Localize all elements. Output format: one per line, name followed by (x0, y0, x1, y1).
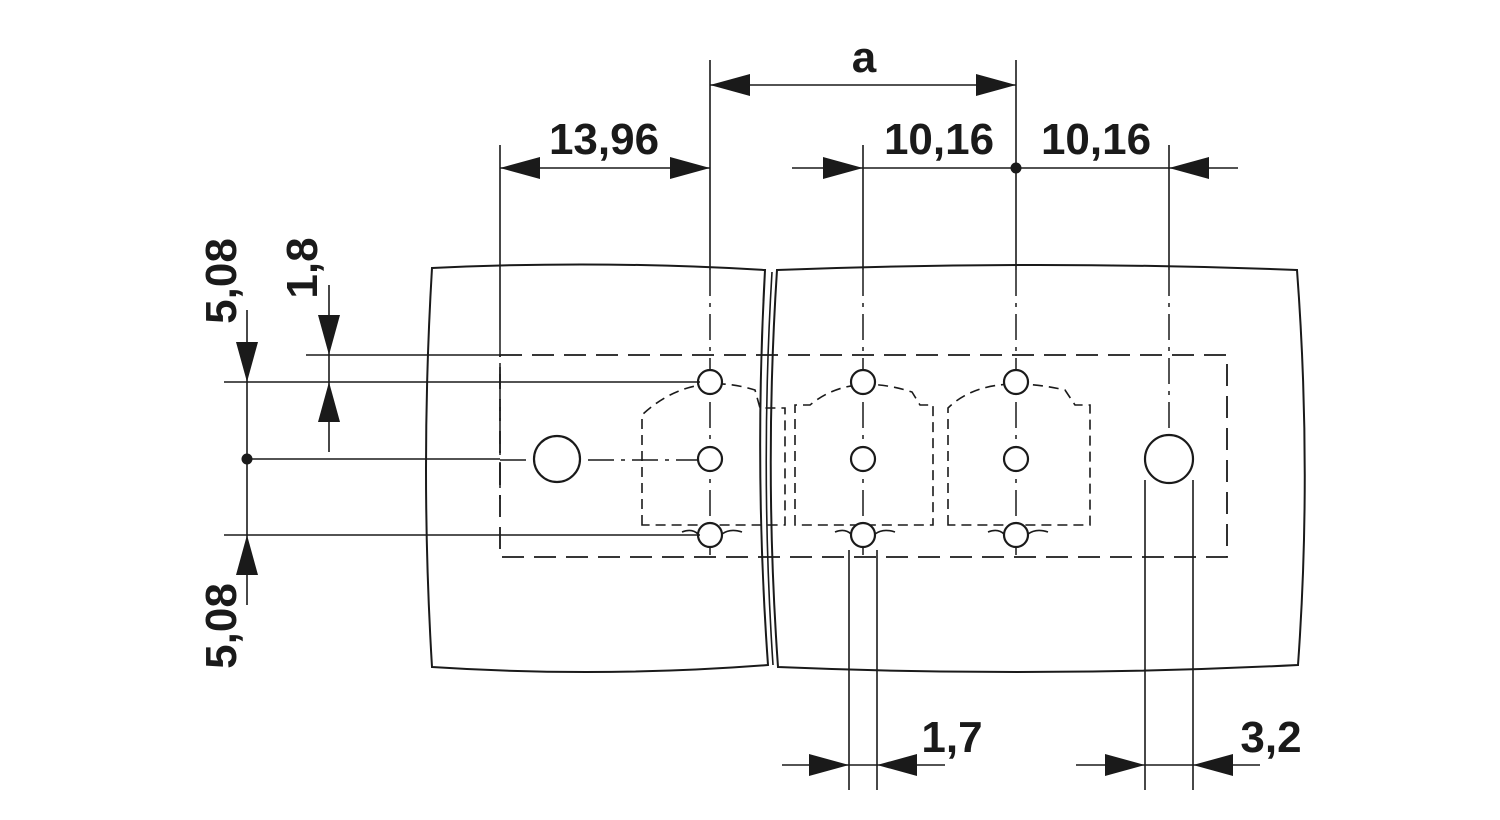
arrow-508-top (236, 342, 258, 382)
dimension-labels: a 13,96 10,16 10,16 5,08 1,8 5,08 1,7 3,… (197, 33, 1302, 762)
label-dim-1016-right: 10,16 (1041, 115, 1151, 164)
mount-hole-right (1143, 433, 1195, 485)
housing-seam-line (765, 271, 774, 666)
arrow-a-left (710, 74, 750, 96)
arrow-18-bottom (318, 382, 340, 422)
arrow-18-top (318, 315, 340, 355)
terminal-wave-2 (834, 529, 896, 535)
label-dim-1396: 13,96 (549, 115, 659, 164)
arrow-17-right (877, 754, 917, 776)
dim-dot-1016 (1010, 162, 1022, 174)
dim-dot-508 (241, 453, 253, 465)
pin-hole-2-top (849, 368, 877, 396)
pin-hole-3-middle (1002, 445, 1030, 473)
terminal-wave-3 (987, 529, 1049, 535)
label-dim-508-bottom: 5,08 (197, 583, 246, 669)
pin-hole-2-middle (849, 445, 877, 473)
arrow-1396-right (670, 157, 710, 179)
label-dim-32: 3,2 (1240, 713, 1301, 762)
footprint-outline (499, 354, 1228, 558)
pin-hole-3-bottom (1002, 521, 1030, 549)
arrow-32-right (1193, 754, 1233, 776)
pin-hole-1-middle (696, 445, 724, 473)
arrow-1016-right (1169, 157, 1209, 179)
label-dim-18: 1,8 (278, 237, 327, 298)
label-dim-508-top: 5,08 (197, 238, 246, 324)
housing-right-outline (769, 264, 1306, 674)
label-dim-17: 1,7 (921, 713, 982, 762)
terminal-wave-1 (681, 529, 743, 535)
extension-lines (224, 60, 1194, 790)
pin-hole-1-bottom (696, 521, 724, 549)
holes (532, 368, 1195, 549)
label-dim-a: a (852, 33, 877, 82)
arrow-1396-left (500, 157, 540, 179)
label-dim-1016-left: 10,16 (884, 115, 994, 164)
mount-hole-left (532, 434, 582, 484)
arrow-1016-left (823, 157, 863, 179)
arrow-508-bottom (236, 535, 258, 575)
pin-hole-1-top (696, 368, 724, 396)
dimension-lines (236, 74, 1260, 776)
arrow-32-left (1105, 754, 1145, 776)
pin-hole-3-top (1002, 368, 1030, 396)
pin-hole-2-bottom (849, 521, 877, 549)
center-lines (499, 270, 1170, 555)
arrow-a-right (976, 74, 1016, 96)
footprint-dashed-rect (499, 354, 1228, 558)
arrow-17-left (809, 754, 849, 776)
